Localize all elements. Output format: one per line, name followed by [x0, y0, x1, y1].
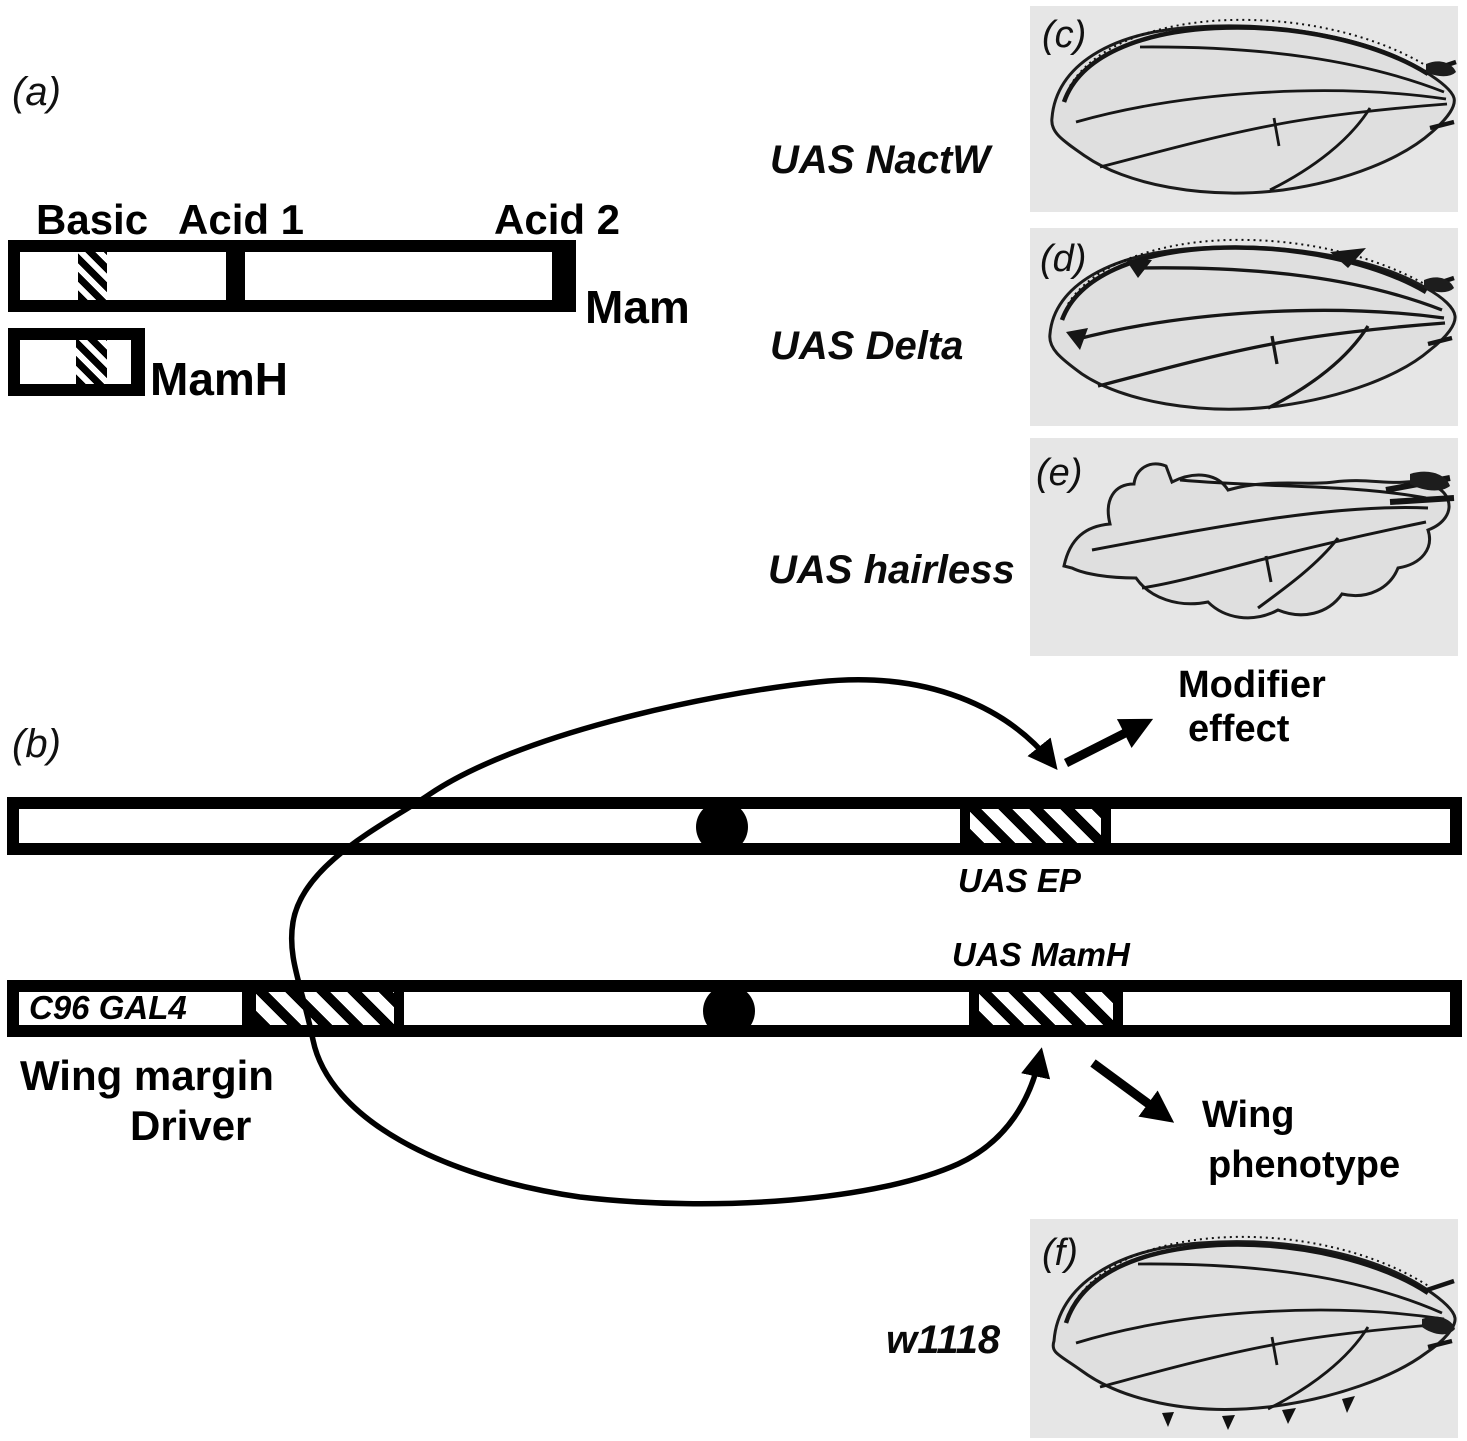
- mam-basic-hatch: [78, 252, 107, 300]
- wing-hinge-blob: [1410, 471, 1450, 491]
- wing-phenotype-caption-line1: Wing: [1202, 1094, 1295, 1136]
- wing-photo-d: [1030, 228, 1458, 426]
- centromere-dot: [703, 985, 755, 1037]
- chromosome-ep-bar: [7, 797, 1462, 855]
- wing-hinge: [1423, 1278, 1455, 1350]
- wing-photo-e: [1030, 438, 1458, 656]
- centromere-dot: [696, 801, 748, 853]
- c96-gal4-label: C96 GAL4: [29, 989, 187, 1026]
- wing-photo-f: [1030, 1219, 1458, 1438]
- chromosome-gal4-bar: C96 GAL4: [7, 980, 1462, 1037]
- wing-bristle-fringe: [1069, 18, 1431, 87]
- wing-hinge-blob: [1422, 1316, 1455, 1335]
- modifier-effect-arrow: [1063, 718, 1154, 768]
- uas-ep-insertion-hatch: [960, 809, 1111, 843]
- wing-veins: [1075, 1262, 1446, 1411]
- wing-costa-vein: [1059, 245, 1428, 321]
- wing-vein-deltas: [1066, 248, 1366, 350]
- panel-c-tag: (c): [1042, 14, 1087, 56]
- wing-veins: [1073, 266, 1446, 410]
- acid1-domain-label: Acid 1: [178, 196, 305, 243]
- panel-f-tag: (f): [1042, 1232, 1078, 1274]
- panel-d-tag: (d): [1040, 238, 1087, 280]
- wing-hinge-blob: [1426, 61, 1456, 77]
- mam-protein-bar: [8, 240, 576, 312]
- wing-veins: [1091, 478, 1429, 610]
- wing-margin-caption-line1: Wing margin: [20, 1052, 274, 1099]
- panel-e-tag: (e): [1036, 452, 1083, 494]
- wing-costa-vein: [1063, 1242, 1430, 1324]
- mamh-basic-hatch: [76, 340, 107, 384]
- wing-outline: [1050, 24, 1456, 195]
- basic-domain-label: Basic: [36, 196, 149, 243]
- wing-veins: [1075, 45, 1448, 192]
- panel-b-tag: (b): [12, 722, 61, 766]
- mamh-protein-label: MamH: [150, 353, 289, 405]
- genotype-label-delta: UAS Delta: [770, 324, 964, 368]
- uas-ep-label: UAS EP: [958, 862, 1081, 899]
- wing-margin-nicks: [1162, 1396, 1355, 1430]
- wing-photo-c: [1030, 6, 1458, 212]
- genotype-label-nactw: UAS NactW: [770, 138, 991, 182]
- wing-phenotype-arrow: [1090, 1059, 1175, 1123]
- mam-protein-label: Mam: [585, 281, 690, 333]
- mamh-protein-bar: [8, 328, 145, 396]
- modifier-caption-line2: effect: [1188, 708, 1290, 750]
- wing-bristle-fringe: [1067, 238, 1429, 305]
- uas-mamh-label: UAS MamH: [952, 936, 1130, 973]
- wing-costa-vein: [1061, 25, 1430, 103]
- wing-margin-caption-line2: Driver: [130, 1102, 252, 1149]
- uas-mamh-insertion-hatch: [969, 992, 1123, 1025]
- wing-hinge-blob: [1424, 277, 1454, 293]
- modifier-caption-line1: Modifier: [1178, 664, 1326, 706]
- genotype-label-w1118: w1118: [886, 1318, 1001, 1362]
- panel-a-tag: (a): [12, 70, 61, 114]
- wing-phenotype-caption-line2: phenotype: [1208, 1144, 1401, 1186]
- gal4-driver-hatch: [242, 992, 404, 1025]
- acid2-domain-label: Acid 2: [494, 196, 621, 243]
- mam-acid1-block: [226, 252, 245, 300]
- gal4-uas-interaction-loop: [288, 677, 1058, 1207]
- genotype-label-hairless: UAS hairless: [768, 548, 1015, 592]
